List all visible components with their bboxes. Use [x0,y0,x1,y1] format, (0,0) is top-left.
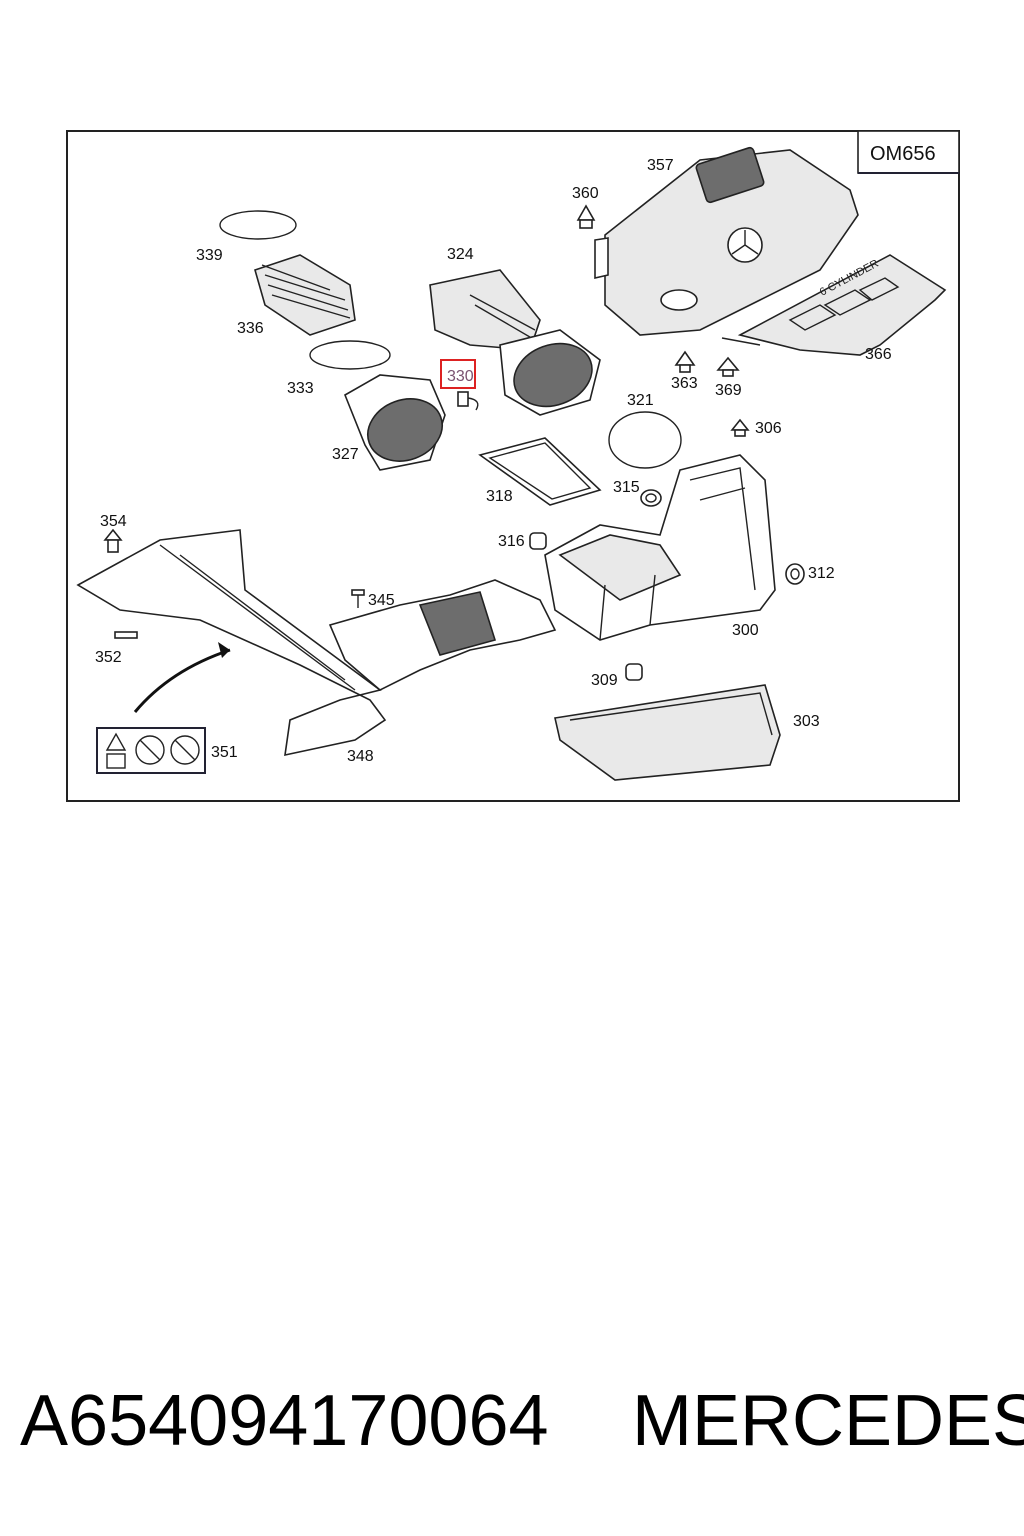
engine-code: OM656 [870,143,936,165]
intake-housing-327[interactable] [343,374,451,471]
air-filter-housing-300[interactable] [544,454,776,641]
engine-cover-part[interactable] [594,146,859,336]
caption: A654094170064 MERCEDES [0,1380,1024,1470]
push-clip-354[interactable] [103,528,123,553]
clip-369[interactable] [716,356,740,377]
arrow-head [218,642,230,658]
part-number: A654094170064 [20,1381,549,1461]
screw-345[interactable] [351,589,365,608]
clamp-339[interactable] [219,210,297,240]
callout-306: 306 [755,420,782,437]
callout-318: 318 [486,488,513,505]
grommet-309[interactable] [625,663,643,681]
grommet-315[interactable] [640,489,662,507]
clip-363[interactable] [674,350,696,373]
grommet-316[interactable] [529,532,547,550]
air-duct-352[interactable] [76,529,387,757]
clip-306[interactable] [730,418,750,437]
callout-357: 357 [647,157,674,174]
warning-label-351[interactable] [96,727,206,774]
callout-352: 352 [95,649,122,666]
callout-333: 333 [287,380,314,397]
clip-360[interactable] [576,204,596,229]
gasket-318[interactable] [478,437,602,506]
callout-366: 366 [865,346,892,363]
air-filter-303[interactable] [554,684,781,781]
callout-369: 369 [715,382,742,399]
parts-diagram: OM656 6 CYLINDER [66,130,960,802]
seal-321[interactable] [608,411,682,469]
callout-345: 345 [368,592,395,609]
callout-354: 354 [100,513,127,530]
intake-duct-348[interactable] [328,579,557,691]
callout-309: 309 [591,672,618,689]
callout-300: 300 [732,622,759,639]
callout-315: 315 [613,479,640,496]
callout-339: 339 [196,247,223,264]
callout-303: 303 [793,713,820,730]
callout-348: 348 [347,748,374,765]
callout-351: 351 [211,744,238,761]
direction-arrow [133,648,231,713]
callout-363: 363 [671,375,698,392]
selected-part-highlight [440,359,476,389]
brand-name: MERCEDES [632,1381,1024,1461]
callout-312: 312 [808,565,835,582]
hose-336[interactable] [254,254,356,336]
callout-330[interactable]: 330 [447,368,474,385]
callout-324: 324 [447,246,474,263]
callout-321: 321 [627,392,654,409]
callout-316: 316 [498,533,525,550]
sensor-330[interactable] [457,391,479,411]
callout-360: 360 [572,185,599,202]
grommet-312[interactable] [785,563,805,585]
engine-code-box: OM656 [857,130,960,174]
callout-336: 336 [237,320,264,337]
intake-duct-324[interactable] [429,269,601,417]
clamp-333[interactable] [309,340,391,370]
callout-327: 327 [332,446,359,463]
